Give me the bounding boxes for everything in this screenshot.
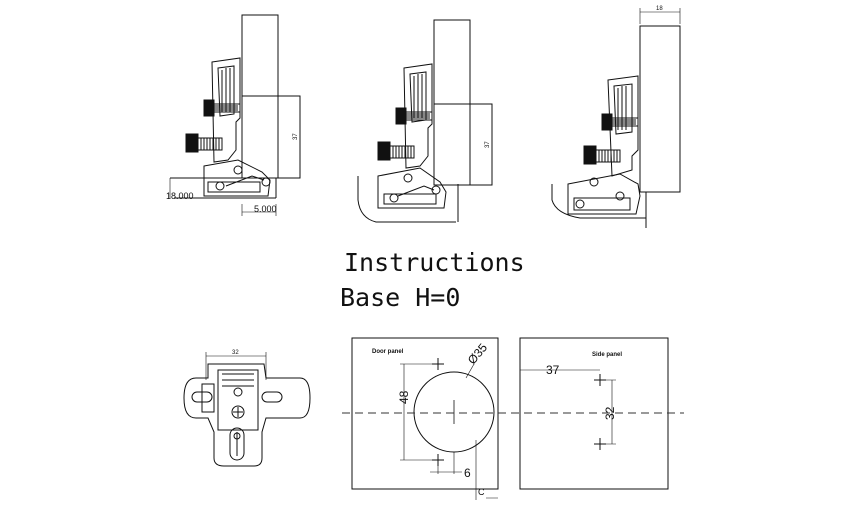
cabinet-side	[241, 95, 301, 179]
dim-label-37-left: 37	[293, 133, 299, 140]
door-panel-label: Door panel	[372, 349, 404, 355]
diameter-leader	[465, 363, 475, 379]
hinge-view-open-left	[169, 14, 301, 216]
diameter-label: Ø35	[465, 340, 491, 367]
dim-line-32-side	[604, 379, 616, 445]
dim-label-37-middle: 37	[485, 141, 491, 148]
dim-label-48: 48	[397, 390, 411, 404]
adjust-slot	[229, 427, 245, 461]
instructions-title: Instructions	[344, 248, 525, 277]
cabinet-side	[433, 103, 493, 186]
dim-label-18-left: 18.000	[166, 191, 194, 201]
mounting-base-plate	[183, 352, 311, 467]
cabinet-edge	[357, 176, 456, 223]
hinge-arm	[567, 75, 641, 215]
cabinet-base	[170, 177, 277, 198]
dim-line-5	[241, 204, 277, 216]
dim-label-5-left: 5.000	[254, 204, 277, 214]
base-height-title: Base H=0	[340, 283, 461, 312]
hinge-arm	[185, 57, 271, 197]
dim-line-32	[205, 352, 267, 380]
dim-label-6: 6	[464, 466, 471, 480]
dim-label-c: C	[478, 487, 485, 497]
door-panel-drilling	[351, 337, 499, 500]
dim-line-18	[639, 8, 681, 24]
hinge-view-open-middle	[357, 19, 493, 223]
door-board	[639, 25, 681, 193]
dim-line-c	[475, 440, 498, 500]
center-screw	[231, 405, 245, 419]
side-panel-label: Side panel	[592, 352, 622, 358]
dim-line-6	[430, 452, 462, 474]
dim-label-18-right: 18	[656, 6, 663, 12]
cabinet-edge	[551, 184, 646, 219]
hinge-view-closed-right	[551, 8, 681, 228]
door-board	[433, 19, 471, 186]
base-plate-outline	[183, 363, 311, 467]
dim-label-32-base: 32	[232, 350, 239, 356]
dim-label-37-side: 37	[546, 363, 560, 377]
dim-line-48	[400, 363, 434, 461]
hinge-arm	[377, 63, 447, 209]
